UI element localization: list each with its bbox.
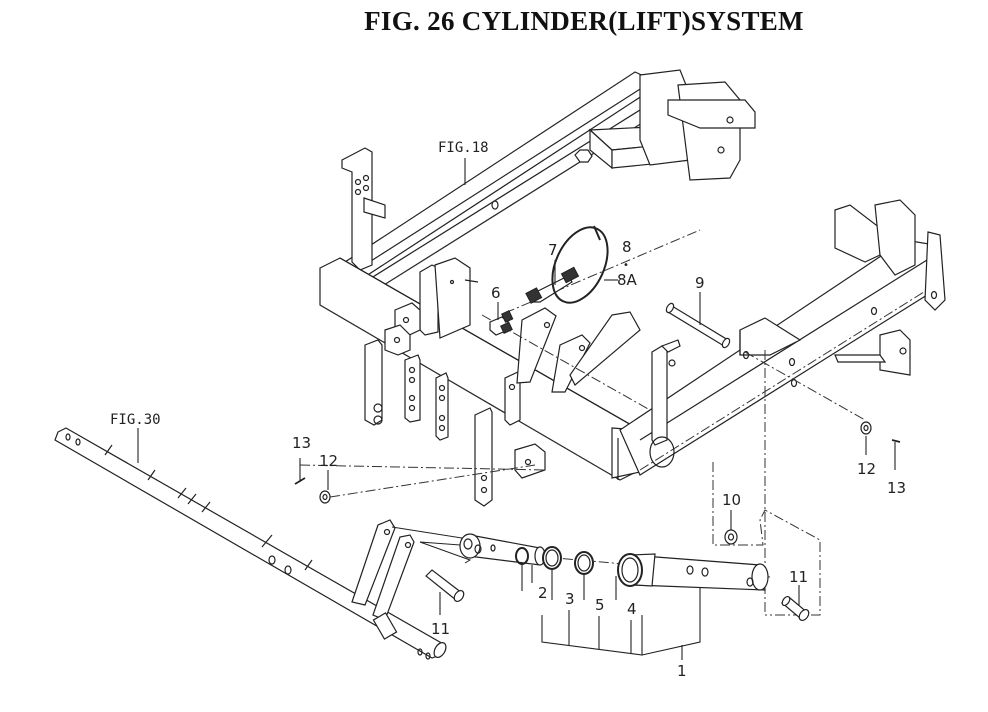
callout-8a: 8A: [617, 271, 638, 289]
part-6-elbow-fitting: [489, 310, 514, 336]
axis-bracket-pin-11: [712, 462, 821, 616]
cylinder-guide-lines: [391, 526, 472, 564]
callout-13-left: 12: [319, 452, 338, 470]
axis-line-hose: [504, 229, 701, 314]
main-frame: [319, 69, 946, 507]
part-11-pin: [780, 595, 810, 622]
part-13-washer-right: [860, 421, 872, 435]
part-7-hose-fitting: [525, 266, 580, 304]
callout-5: 5: [595, 596, 605, 614]
callout-9: 9: [695, 274, 705, 292]
callout-2: 2: [538, 584, 548, 602]
callout-3: 3: [565, 590, 575, 608]
callout-7: 7: [548, 241, 558, 259]
part-2-piston-rod: [459, 533, 546, 566]
part-14-cotter-pin-right: [891, 439, 901, 443]
callout-8: 8: [622, 238, 632, 256]
callout-14-left: 13: [292, 434, 311, 452]
part-13-washer-left: [319, 490, 331, 504]
callout-6: 6: [491, 284, 501, 302]
axis-line-front: [299, 464, 546, 471]
callout-separator: •: [623, 260, 629, 271]
fig30-reference: FIG.30: [110, 412, 161, 428]
part-10-washer: [724, 529, 738, 545]
figure-title: FIG. 26 CYLINDER(LIFT)SYSTEM: [364, 6, 804, 36]
bracket-1-right: [641, 588, 701, 656]
lift-shaft: [54, 427, 447, 660]
callout-11: 11: [789, 568, 808, 586]
part-9-pin: [665, 302, 731, 349]
fig18-reference: FIG.18: [438, 140, 489, 156]
part-12-pin: [425, 569, 465, 603]
callout-13-right: 12: [857, 460, 876, 478]
bracket-1-left: [541, 615, 643, 656]
part-8-hose: [551, 225, 609, 304]
callout-12: 11: [431, 620, 450, 638]
part-1-cylinder-body: [617, 553, 769, 591]
callout-10: 10: [722, 491, 741, 509]
callout-4: 4: [627, 600, 637, 618]
callout-14-right: 13: [887, 479, 906, 497]
axis-line-diag: [329, 464, 536, 498]
callout-1: 1: [677, 662, 687, 680]
part-3-snap-ring: [515, 547, 529, 565]
